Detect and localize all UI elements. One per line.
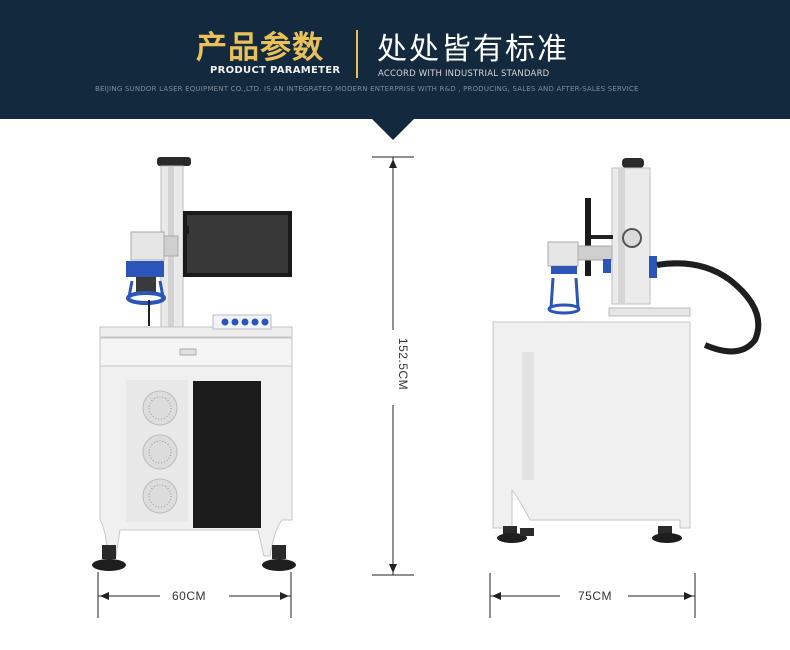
header-banner [0,0,790,119]
depth-label: 75CM [578,589,613,603]
side-view-machine [492,158,762,543]
side-depth-dimension-line [489,573,696,618]
page-title-en: PRODUCT PARAMETER [210,65,341,76]
company-description: BEIJING SUNDOR LASER EQUIPMENT CO.,LTD. … [95,85,639,93]
subtitle: 处处皆有标准 [377,32,569,67]
front-width-dimension-line [97,572,292,618]
height-label: 152.5CM [396,337,411,391]
subtitle-en: ACCORD WITH INDUSTRIAL STANDARD [378,69,550,79]
title-divider [356,30,358,78]
height-dimension-line [372,156,414,576]
banner-notch [371,118,415,140]
page-title: 产品参数 [196,30,324,66]
width-label: 60CM [172,589,207,603]
front-view-machine [92,157,296,571]
